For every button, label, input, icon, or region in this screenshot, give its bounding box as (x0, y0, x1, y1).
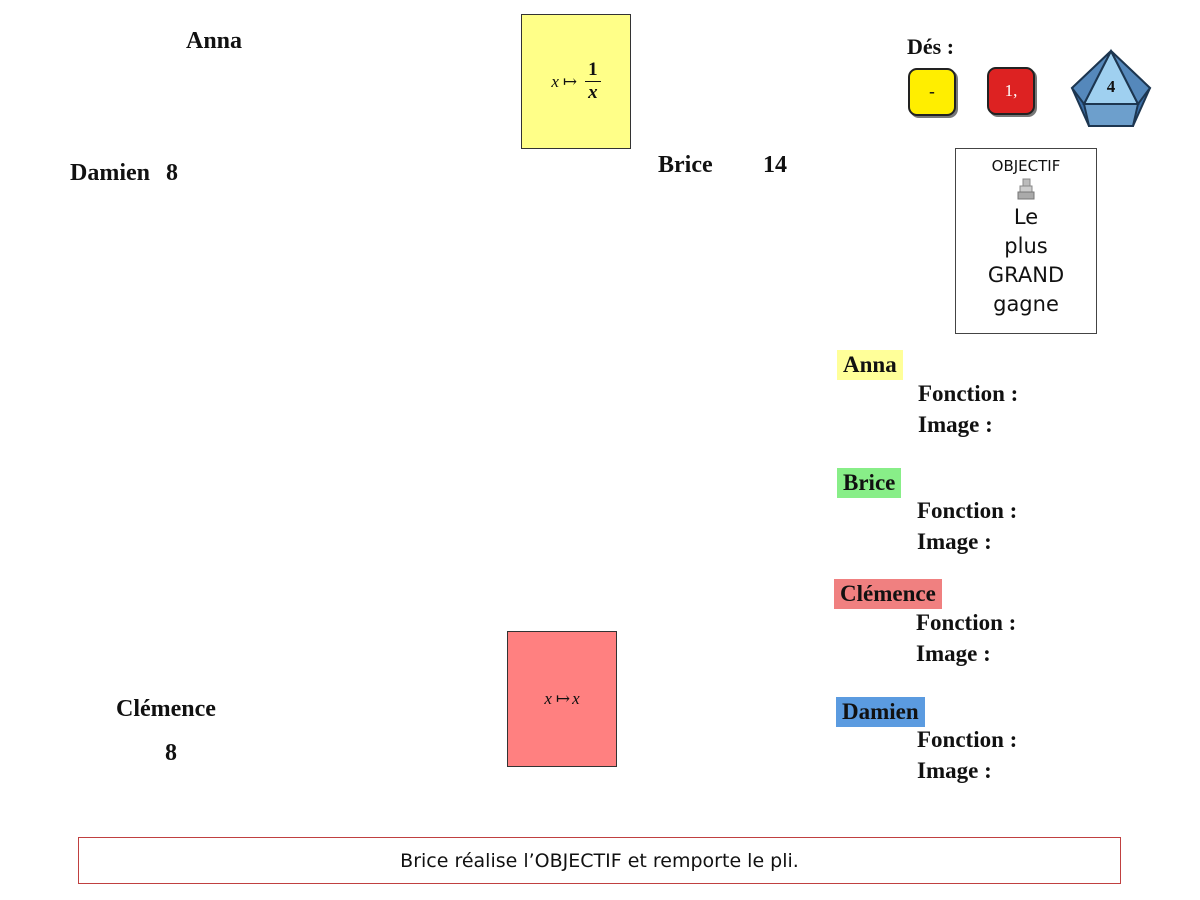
die-yellow-value: - (929, 82, 935, 101)
scoreboard-function-anna: Fonction : (918, 381, 1019, 406)
d8-die-icon: 4 (1070, 48, 1152, 127)
die-octahedron[interactable]: 4 (1068, 48, 1154, 130)
maps-to-arrow-icon: ↦ (555, 689, 570, 708)
scoreboard-function-brice: Fonction : (917, 498, 1018, 523)
player-name-anna: Anna (186, 28, 243, 54)
scoreboard-name-clemence: Clémence (834, 579, 942, 609)
scoreboard-image-clemence: Image : (916, 641, 991, 666)
card-numerator: 1 (585, 59, 601, 82)
card-variable: x (544, 689, 552, 708)
die-yellow[interactable]: - (908, 68, 956, 116)
objective-line-2: plus (1004, 234, 1048, 258)
card-result: x (572, 689, 580, 708)
played-card-bottom[interactable]: x ↦ x (507, 631, 617, 767)
player-score-clemence: 8 (165, 740, 177, 766)
status-message: Brice réalise l’OBJECTIF et remporte le … (78, 837, 1121, 884)
card-variable: x (551, 71, 559, 91)
player-score-brice: 14 (763, 152, 787, 178)
player-score-damien: 8 (166, 160, 178, 186)
scoreboard-name-anna: Anna (837, 350, 903, 380)
objective-line-3: GRAND (987, 263, 1065, 287)
player-name-damien: Damien (70, 160, 150, 186)
die-red[interactable]: 1, (987, 67, 1035, 115)
scoreboard-name-damien: Damien (836, 697, 925, 727)
trophy-icon (956, 177, 1096, 201)
scoreboard-image-anna: Image : (918, 412, 993, 437)
objective-header: OBJECTIF (991, 157, 1061, 175)
objective-card: OBJECTIF Le plus GRAND gagne (955, 148, 1097, 334)
scoreboard-image-brice: Image : (917, 529, 992, 554)
scoreboard-function-damien: Fonction : (917, 727, 1018, 752)
player-name-clemence: Clémence (116, 696, 216, 722)
scoreboard-image-damien: Image : (917, 758, 992, 783)
card-fraction: 1 x (585, 59, 601, 104)
scoreboard-function-clemence: Fonction : (916, 610, 1017, 635)
player-damien: Damien 8 (70, 160, 178, 187)
scoreboard-name-brice: Brice (837, 468, 902, 498)
objective-line-1: Le (1013, 205, 1039, 229)
dice-label: Dés : (907, 34, 955, 59)
maps-to-arrow-icon: ↦ (562, 71, 577, 91)
player-name-brice: Brice (658, 152, 713, 178)
card-denominator: x (588, 82, 598, 103)
die-octahedron-value: 4 (1107, 77, 1116, 96)
die-red-value: 1, (1004, 81, 1018, 100)
objective-line-4: gagne (993, 292, 1059, 316)
played-card-top[interactable]: x ↦ 1 x (521, 14, 631, 149)
